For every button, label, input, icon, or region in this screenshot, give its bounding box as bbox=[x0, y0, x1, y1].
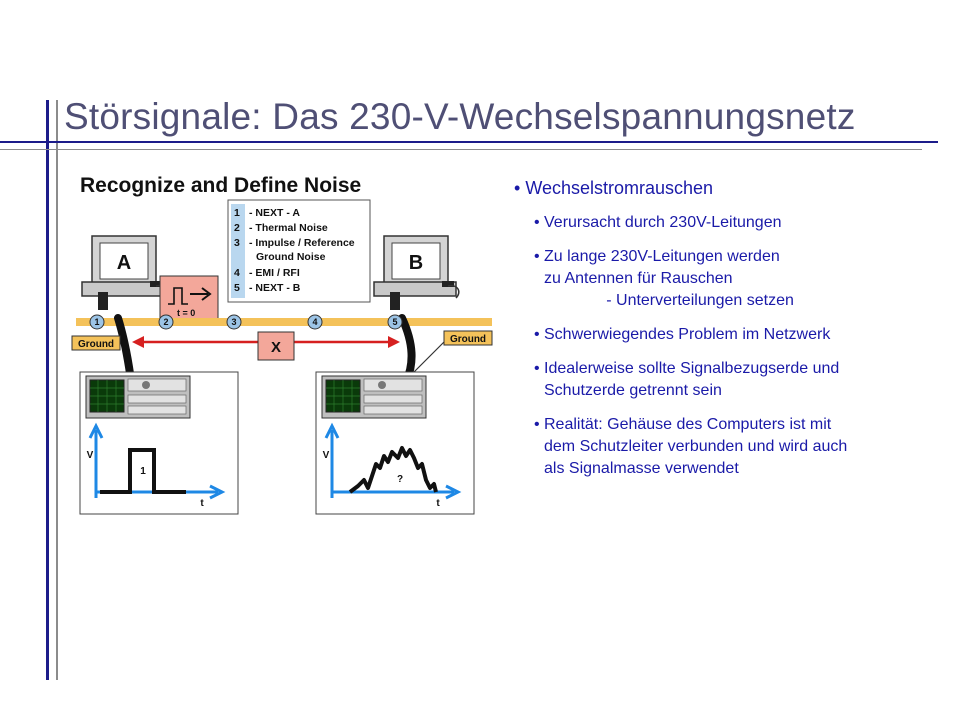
computer-a: A bbox=[81, 235, 168, 310]
title-underline-blue bbox=[0, 141, 938, 143]
bullet-heading-text: Wechselstromrauschen bbox=[525, 178, 714, 198]
point-marker bbox=[89, 314, 105, 330]
network-cable bbox=[76, 318, 492, 326]
legend-num: 3 bbox=[234, 237, 240, 249]
ground-label-right: Ground bbox=[450, 334, 486, 345]
computer-a-label: A bbox=[117, 252, 131, 274]
diagram-title: Recognize and Define Noise bbox=[80, 174, 361, 197]
legend-box bbox=[227, 199, 371, 303]
computer-b-label: B bbox=[409, 252, 423, 274]
noise-diagram-svg: Recognize and Define Noise 1 - NEXT - A … bbox=[71, 174, 493, 515]
bullet-dot: • bbox=[534, 416, 540, 433]
scope-left-y-label: V bbox=[87, 450, 94, 461]
pulse-icon bbox=[168, 287, 188, 305]
legend-text: - NEXT - A bbox=[249, 207, 300, 219]
point-marker bbox=[387, 314, 403, 330]
bullet-list: • Wechselstromrauschen •Verursacht durch… bbox=[514, 176, 954, 480]
point-label: 5 bbox=[392, 317, 397, 327]
legend-text: - NEXT - B bbox=[249, 282, 301, 294]
bullet-item: •Realität: Gehäuse des Computers ist mit… bbox=[534, 414, 954, 480]
arrow-right-icon bbox=[190, 287, 212, 301]
slide-title: Störsignale: Das 230-V-Wechselspannungsn… bbox=[64, 96, 856, 137]
legend-num: 1 bbox=[234, 207, 240, 219]
bullet-dot: • bbox=[534, 326, 540, 343]
left-accent-line-blue bbox=[46, 100, 49, 680]
pulse-label: t = 0 bbox=[177, 308, 195, 318]
bullet-heading: • Wechselstromrauschen bbox=[514, 178, 714, 198]
legend-text: Ground Noise bbox=[256, 251, 326, 263]
legend-num-strip bbox=[231, 204, 245, 298]
scope-right-pulse-label: ? bbox=[397, 474, 403, 485]
point-marker bbox=[158, 314, 174, 330]
legend-text: - EMI / RFI bbox=[249, 267, 300, 279]
noise-diagram: Recognize and Define Noise 1 - NEXT - A … bbox=[70, 168, 500, 520]
bullet-dot: • bbox=[534, 360, 540, 377]
pulse-box: t = 0 bbox=[159, 275, 219, 321]
point-label: 2 bbox=[163, 317, 168, 327]
scope-right-x-label: t bbox=[436, 498, 440, 509]
bullet-text: Realität: Gehäuse des Computers ist mit … bbox=[544, 416, 848, 477]
scope-left-x-label: t bbox=[200, 498, 204, 509]
bullet-text: Verursacht durch 230V-Leitungen bbox=[544, 214, 782, 231]
bullet-item: •Zu lange 230V-Leitungen werden zu Anten… bbox=[534, 246, 954, 312]
bullet-text: Zu lange 230V-Leitungen werden zu Antenn… bbox=[544, 248, 794, 309]
point-label: 4 bbox=[312, 317, 317, 327]
bullet-text: Schwerwiegendes Problem im Netzwerk bbox=[544, 326, 831, 343]
bullet-dot: • bbox=[534, 248, 540, 265]
scope-left-pulse-label: 1 bbox=[140, 466, 146, 477]
ground-tag-left bbox=[71, 335, 121, 351]
point-label: 1 bbox=[94, 317, 99, 327]
legend-num: 2 bbox=[234, 222, 240, 234]
oscilloscope-left: V t 1 bbox=[79, 371, 239, 515]
left-accent-line-gray bbox=[56, 100, 58, 680]
ground-tag-right bbox=[443, 330, 493, 346]
bullet-item: •Verursacht durch 230V-Leitungen bbox=[534, 212, 954, 234]
legend-text: - Thermal Noise bbox=[249, 222, 328, 234]
point-marker bbox=[226, 314, 242, 330]
bullet-item: •Idealerweise sollte Signalbezugserde un… bbox=[534, 358, 954, 402]
ground-label-left: Ground bbox=[78, 339, 114, 350]
bullet-dot: • bbox=[534, 214, 540, 231]
computer-b: B bbox=[373, 235, 460, 310]
legend-num: 5 bbox=[234, 282, 240, 294]
distance-arrow: X bbox=[132, 331, 400, 361]
legend-num: 4 bbox=[234, 267, 240, 279]
distance-label: X bbox=[271, 339, 281, 356]
bullet-text: Idealerweise sollte Signalbezugserde und… bbox=[544, 360, 840, 399]
title-underline-gray bbox=[0, 149, 922, 150]
point-label: 3 bbox=[231, 317, 236, 327]
point-marker bbox=[307, 314, 323, 330]
bullet-item: •Schwerwiegendes Problem im Netzwerk bbox=[534, 324, 954, 346]
legend-text: - Impulse / Reference bbox=[249, 237, 355, 249]
oscilloscope-right: V t ? bbox=[315, 371, 475, 515]
scope-right-y-label: V bbox=[323, 450, 330, 461]
